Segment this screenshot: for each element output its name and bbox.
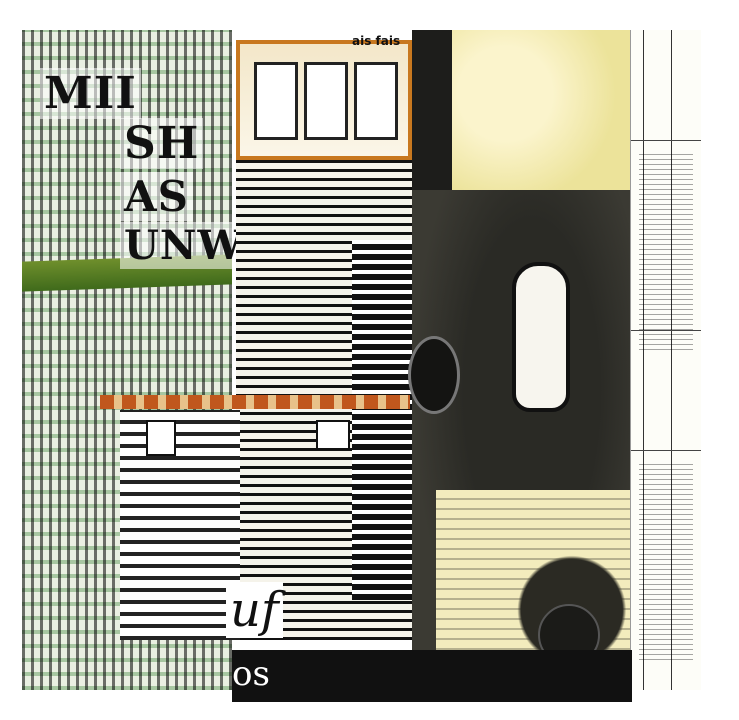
yellow-texture-top [452,30,630,190]
text-lines-1 [639,150,693,350]
window-middle [304,62,348,140]
bottom-letter-fragment: os [232,654,270,694]
headline-fragment-3: AS [120,172,193,221]
window-left [254,62,298,140]
building-window-panel [236,40,412,160]
headline-fragment-2: SH [120,118,204,169]
column-rule-2 [671,30,672,690]
bottle-shape [512,262,570,412]
column-rule-1 [643,30,644,690]
right-newspaper-strip [630,30,701,690]
window-right [354,62,398,140]
small-window-1 [316,420,350,450]
shutter-panel [352,240,412,600]
dark-bottom-band [232,650,632,702]
dark-oval-portrait [408,336,460,414]
row-rule-2 [631,330,701,331]
lower-striped-block [120,410,240,640]
row-rule-1 [631,140,701,141]
orange-brick-strip [100,395,410,409]
top-scrap-text: ais fais [352,34,401,48]
text-lines-2 [639,460,693,660]
row-rule-3 [631,450,701,451]
small-window-2 [146,420,176,456]
headline-fragment-1: MII [40,68,141,119]
italic-letter-fragment: uf [226,582,283,638]
